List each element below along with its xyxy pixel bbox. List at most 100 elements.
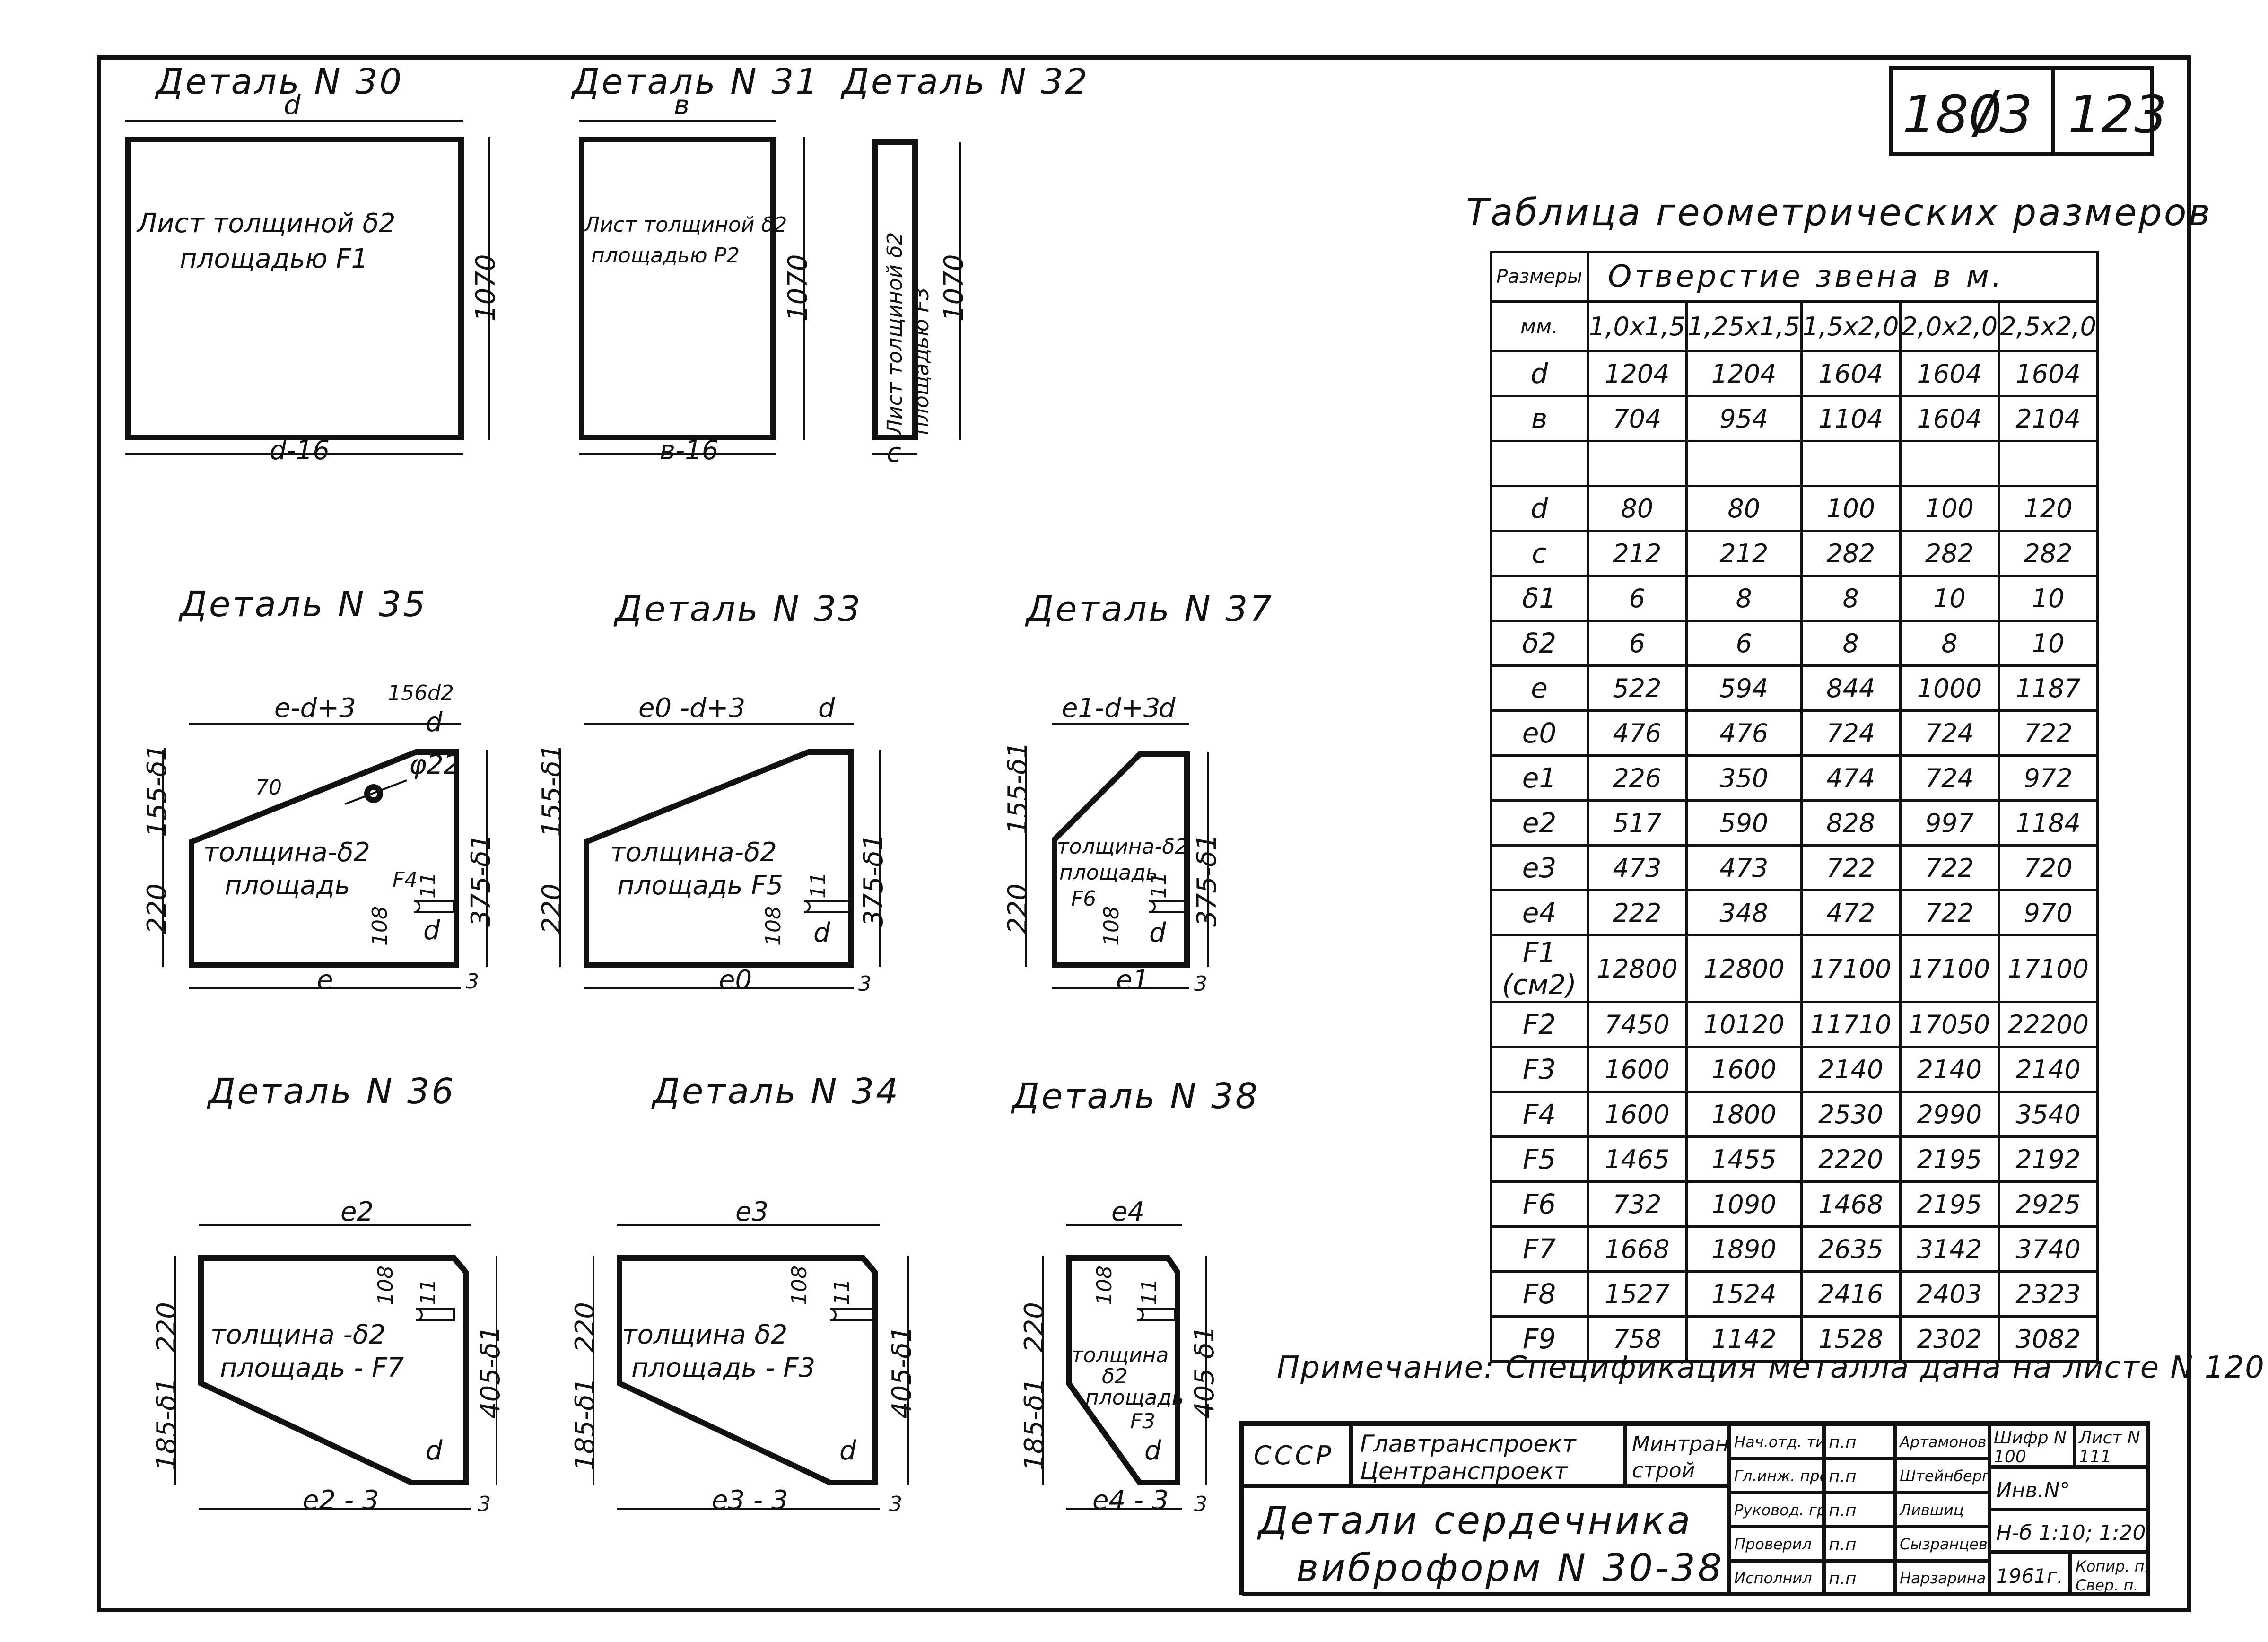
tb-sign-text: п.п: [1829, 1433, 1857, 1452]
detail-35-left-label-1: 155-δ1: [142, 744, 173, 837]
table-row-label: δ2: [1490, 620, 1589, 667]
detail-36-text-1: толщина -δ2: [210, 1319, 386, 1350]
table-title: Таблица геометрических размеров: [1466, 192, 2212, 234]
tb-role-text: Руковод. группы: [1734, 1501, 1822, 1519]
table-cell: 2192: [1998, 1135, 2099, 1183]
detail-38-left-label-1: 220: [1019, 1302, 1050, 1353]
tb-sign: п.п: [1824, 1424, 1895, 1459]
tb-sign: п.п: [1824, 1493, 1895, 1527]
detail-30-text-1: Лист толщиной δ2: [137, 208, 396, 239]
detail-33-plate: [584, 749, 854, 968]
table-cell: 1468: [1800, 1180, 1902, 1228]
table-cell: 474: [1800, 754, 1902, 802]
detail-35-top-label-1: e-d+3: [274, 693, 356, 724]
table-cell: 348: [1685, 889, 1803, 936]
detail-37-text-2: площадь: [1059, 861, 1158, 885]
detail-31-text-2: площадью P2: [591, 244, 740, 268]
detail-38-left-label-2: 185-δ1: [1019, 1378, 1050, 1471]
detail-31-top-label: в: [674, 90, 690, 121]
tb-role-text: Нач.отд. тип.пр.: [1734, 1433, 1822, 1451]
detail-38-right-label: 405-δ1: [1189, 1326, 1220, 1419]
table-cell: 12800: [1685, 934, 1803, 1003]
table-cell: 282: [1800, 530, 1902, 577]
table-row-label: d: [1490, 485, 1589, 532]
table-cell: 522: [1587, 664, 1688, 712]
tb-name-text: Штейнберг: [1900, 1467, 1989, 1485]
table-cell: 1668: [1587, 1225, 1688, 1273]
table-col-header: 2,5x2,0: [1998, 300, 2099, 352]
table-cell: 11710: [1800, 1001, 1902, 1048]
tb-sign: п.п: [1824, 1459, 1895, 1493]
table-cell: 732: [1587, 1180, 1688, 1228]
tb-org1: СССР: [1242, 1424, 1351, 1486]
detail-36-bottom-label: e2 - 3: [303, 1485, 379, 1516]
detail-38-text-1: толщина: [1071, 1343, 1169, 1367]
detail-34-right-label: 405-δ1: [887, 1326, 917, 1419]
detail-38-d-label: d: [1144, 1435, 1161, 1466]
table-cell: 12800: [1587, 934, 1688, 1003]
detail-33-d-label: d: [813, 917, 830, 948]
detail-36-left-label-2: 185-δ1: [151, 1378, 182, 1471]
table-cell: 10: [1998, 620, 2099, 667]
tb-inv-text: Инв.N°: [1996, 1478, 2070, 1502]
table-cell: [1800, 440, 1902, 487]
table-cell: 844: [1800, 664, 1902, 712]
table-row-label: e4: [1490, 889, 1589, 936]
detail-38-top-label: e4: [1111, 1197, 1145, 1227]
table-col-header: 1,25x1,5: [1685, 300, 1803, 352]
table-col-header: 1,5x2,0: [1800, 300, 1902, 352]
detail-35-bottom-label: e: [317, 965, 333, 996]
tb-list-text: Лист N 111: [2079, 1428, 2140, 1467]
table-cell: 720: [1998, 844, 2099, 891]
detail-38-108-label: 108: [1092, 1266, 1117, 1305]
sheet-number: 123: [2068, 84, 2167, 145]
detail-37-left-label-2: 220: [1003, 883, 1033, 934]
table-cell: 8: [1800, 575, 1902, 622]
table-cell: 2323: [1998, 1270, 2099, 1318]
table-cell: 100: [1800, 485, 1902, 532]
table-cell: 10120: [1685, 1001, 1803, 1048]
tb-shifr: Шифр N 100: [1989, 1424, 2075, 1467]
table-col-header: 2,0x2,0: [1899, 300, 2000, 352]
detail-35-slot: [413, 900, 455, 913]
detail-34-title: Деталь N 34: [653, 1071, 900, 1112]
tb-sign-text: п.п: [1829, 1569, 1857, 1589]
detail-38-title: Деталь N 38: [1012, 1076, 1260, 1117]
detail-35-plate: [189, 749, 459, 968]
tb-name: Сызранцев: [1895, 1527, 1989, 1561]
table-cell: 6: [1587, 575, 1688, 622]
table-cell: 22200: [1998, 1001, 2099, 1048]
table-cell: 1142: [1685, 1315, 1803, 1363]
detail-36-title: Деталь N 36: [208, 1071, 456, 1112]
tb-year-text: 1961г.: [1996, 1564, 2064, 1588]
table-cell: 8: [1800, 620, 1902, 667]
table-cell: 17100: [1899, 934, 2000, 1003]
detail-34-text-1: толщина δ2: [622, 1319, 788, 1350]
tb-sign-text: п.п: [1829, 1467, 1857, 1486]
detail-32-title: Деталь N 32: [842, 61, 1090, 102]
table-cell: 472: [1800, 889, 1902, 936]
table-cell: 724: [1899, 754, 2000, 802]
table-cell: 3082: [1998, 1315, 2099, 1363]
table-cell: 722: [1800, 844, 1902, 891]
table-cell: 1600: [1685, 1046, 1803, 1093]
table-row-label: e2: [1490, 799, 1589, 847]
table-cell: [1685, 440, 1803, 487]
table-cell: 1604: [1899, 350, 2000, 397]
sheet-slash: /: [1976, 79, 1995, 145]
tb-name-text: Нарзарина: [1900, 1569, 1986, 1587]
sheet-part: 3: [1999, 84, 2032, 145]
detail-34-bottom-label-2: 3: [889, 1492, 902, 1516]
detail-31-height-label: 1070: [783, 254, 813, 322]
